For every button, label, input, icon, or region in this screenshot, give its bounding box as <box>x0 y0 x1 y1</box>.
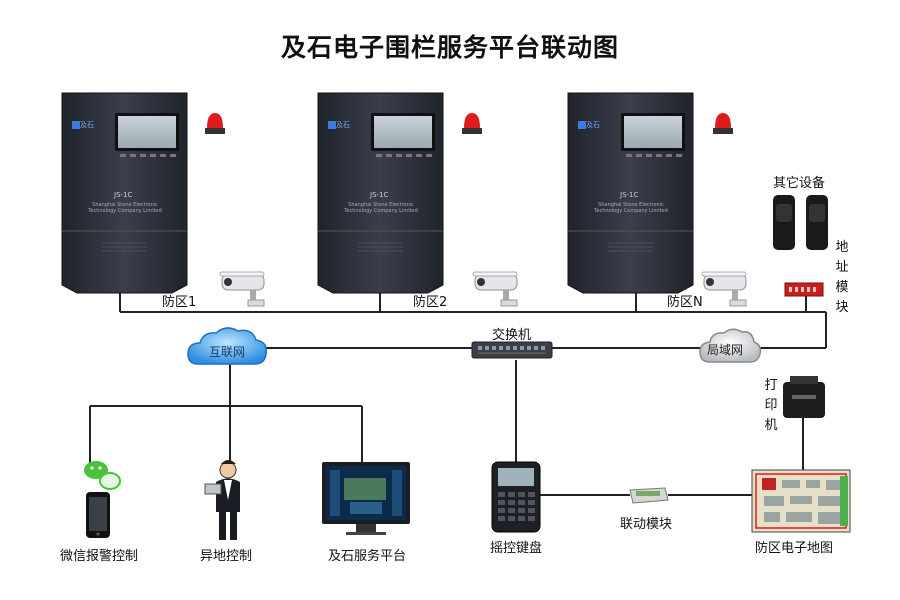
lan-cloud-icon <box>699 328 762 363</box>
lcd-screen <box>118 116 176 148</box>
zone-1-model: JS-1C <box>114 191 133 199</box>
lcd-screen <box>624 116 682 148</box>
zone-1-brand: 及石 <box>80 121 94 129</box>
zone-n-model: JS-1C <box>620 191 639 199</box>
zone-2-model: JS-1C <box>370 191 389 199</box>
linkage-module-icon <box>629 487 669 504</box>
joystick-label: 摇控键盘 <box>490 541 543 556</box>
joystick-keyboard-icon <box>491 461 541 533</box>
zone-n-brand: 及石 <box>586 121 600 129</box>
wechat-label: 微信报警控制 <box>60 549 139 564</box>
address-module-label: 地 址 模 块 <box>835 240 849 315</box>
address-module-icon <box>784 282 824 297</box>
internet-cloud-icon <box>187 327 268 365</box>
zone-controller-n <box>567 92 694 294</box>
beam-detector-icon <box>773 195 828 250</box>
zone-n-company: Shanghai Stone Electronic Technology Com… <box>594 202 668 214</box>
camera-icon <box>701 271 747 307</box>
zone-1-label: 防区1 <box>162 295 197 310</box>
zone-controller-2 <box>317 92 444 294</box>
zone-2-brand: 及石 <box>336 121 350 129</box>
alarm-light-icon <box>462 113 482 134</box>
remote-user-icon <box>204 460 240 540</box>
zone-2-company: Shanghai Stone Electronic Technology Com… <box>344 202 418 214</box>
service-platform-monitor-icon <box>322 462 410 535</box>
lcd-screen <box>374 116 432 148</box>
printer-label: 打 印 机 <box>764 378 778 433</box>
alarm-light-icon <box>205 113 225 134</box>
camera-icon <box>472 271 518 307</box>
zone-n-label: 防区N <box>667 295 703 310</box>
alarm-light-icon <box>713 113 733 134</box>
camera-icon <box>219 271 265 307</box>
linkage-label: 联动模块 <box>620 517 673 532</box>
network-switch-icon <box>471 341 553 359</box>
printer-icon <box>783 376 825 418</box>
zone-map-icon <box>751 469 851 533</box>
internet-label: 互联网 <box>209 345 246 359</box>
remote-label: 异地控制 <box>200 549 253 564</box>
switch-label: 交换机 <box>492 328 532 343</box>
zone-2-label: 防区2 <box>413 295 448 310</box>
map-label: 防区电子地图 <box>755 541 834 556</box>
diagram-title: 及石电子围栏服务平台联动图 <box>280 33 619 62</box>
platform-label: 及石服务平台 <box>328 549 407 564</box>
smartphone-icon <box>86 492 110 538</box>
wiring <box>89 283 827 496</box>
zone-controller-1 <box>61 92 188 294</box>
wechat-icon <box>84 461 121 490</box>
other-devices-label: 其它设备 <box>773 176 826 191</box>
zone-1-company: Shanghai Stone Electronic Technology Com… <box>88 202 162 214</box>
lan-label: 局域网 <box>707 343 744 357</box>
